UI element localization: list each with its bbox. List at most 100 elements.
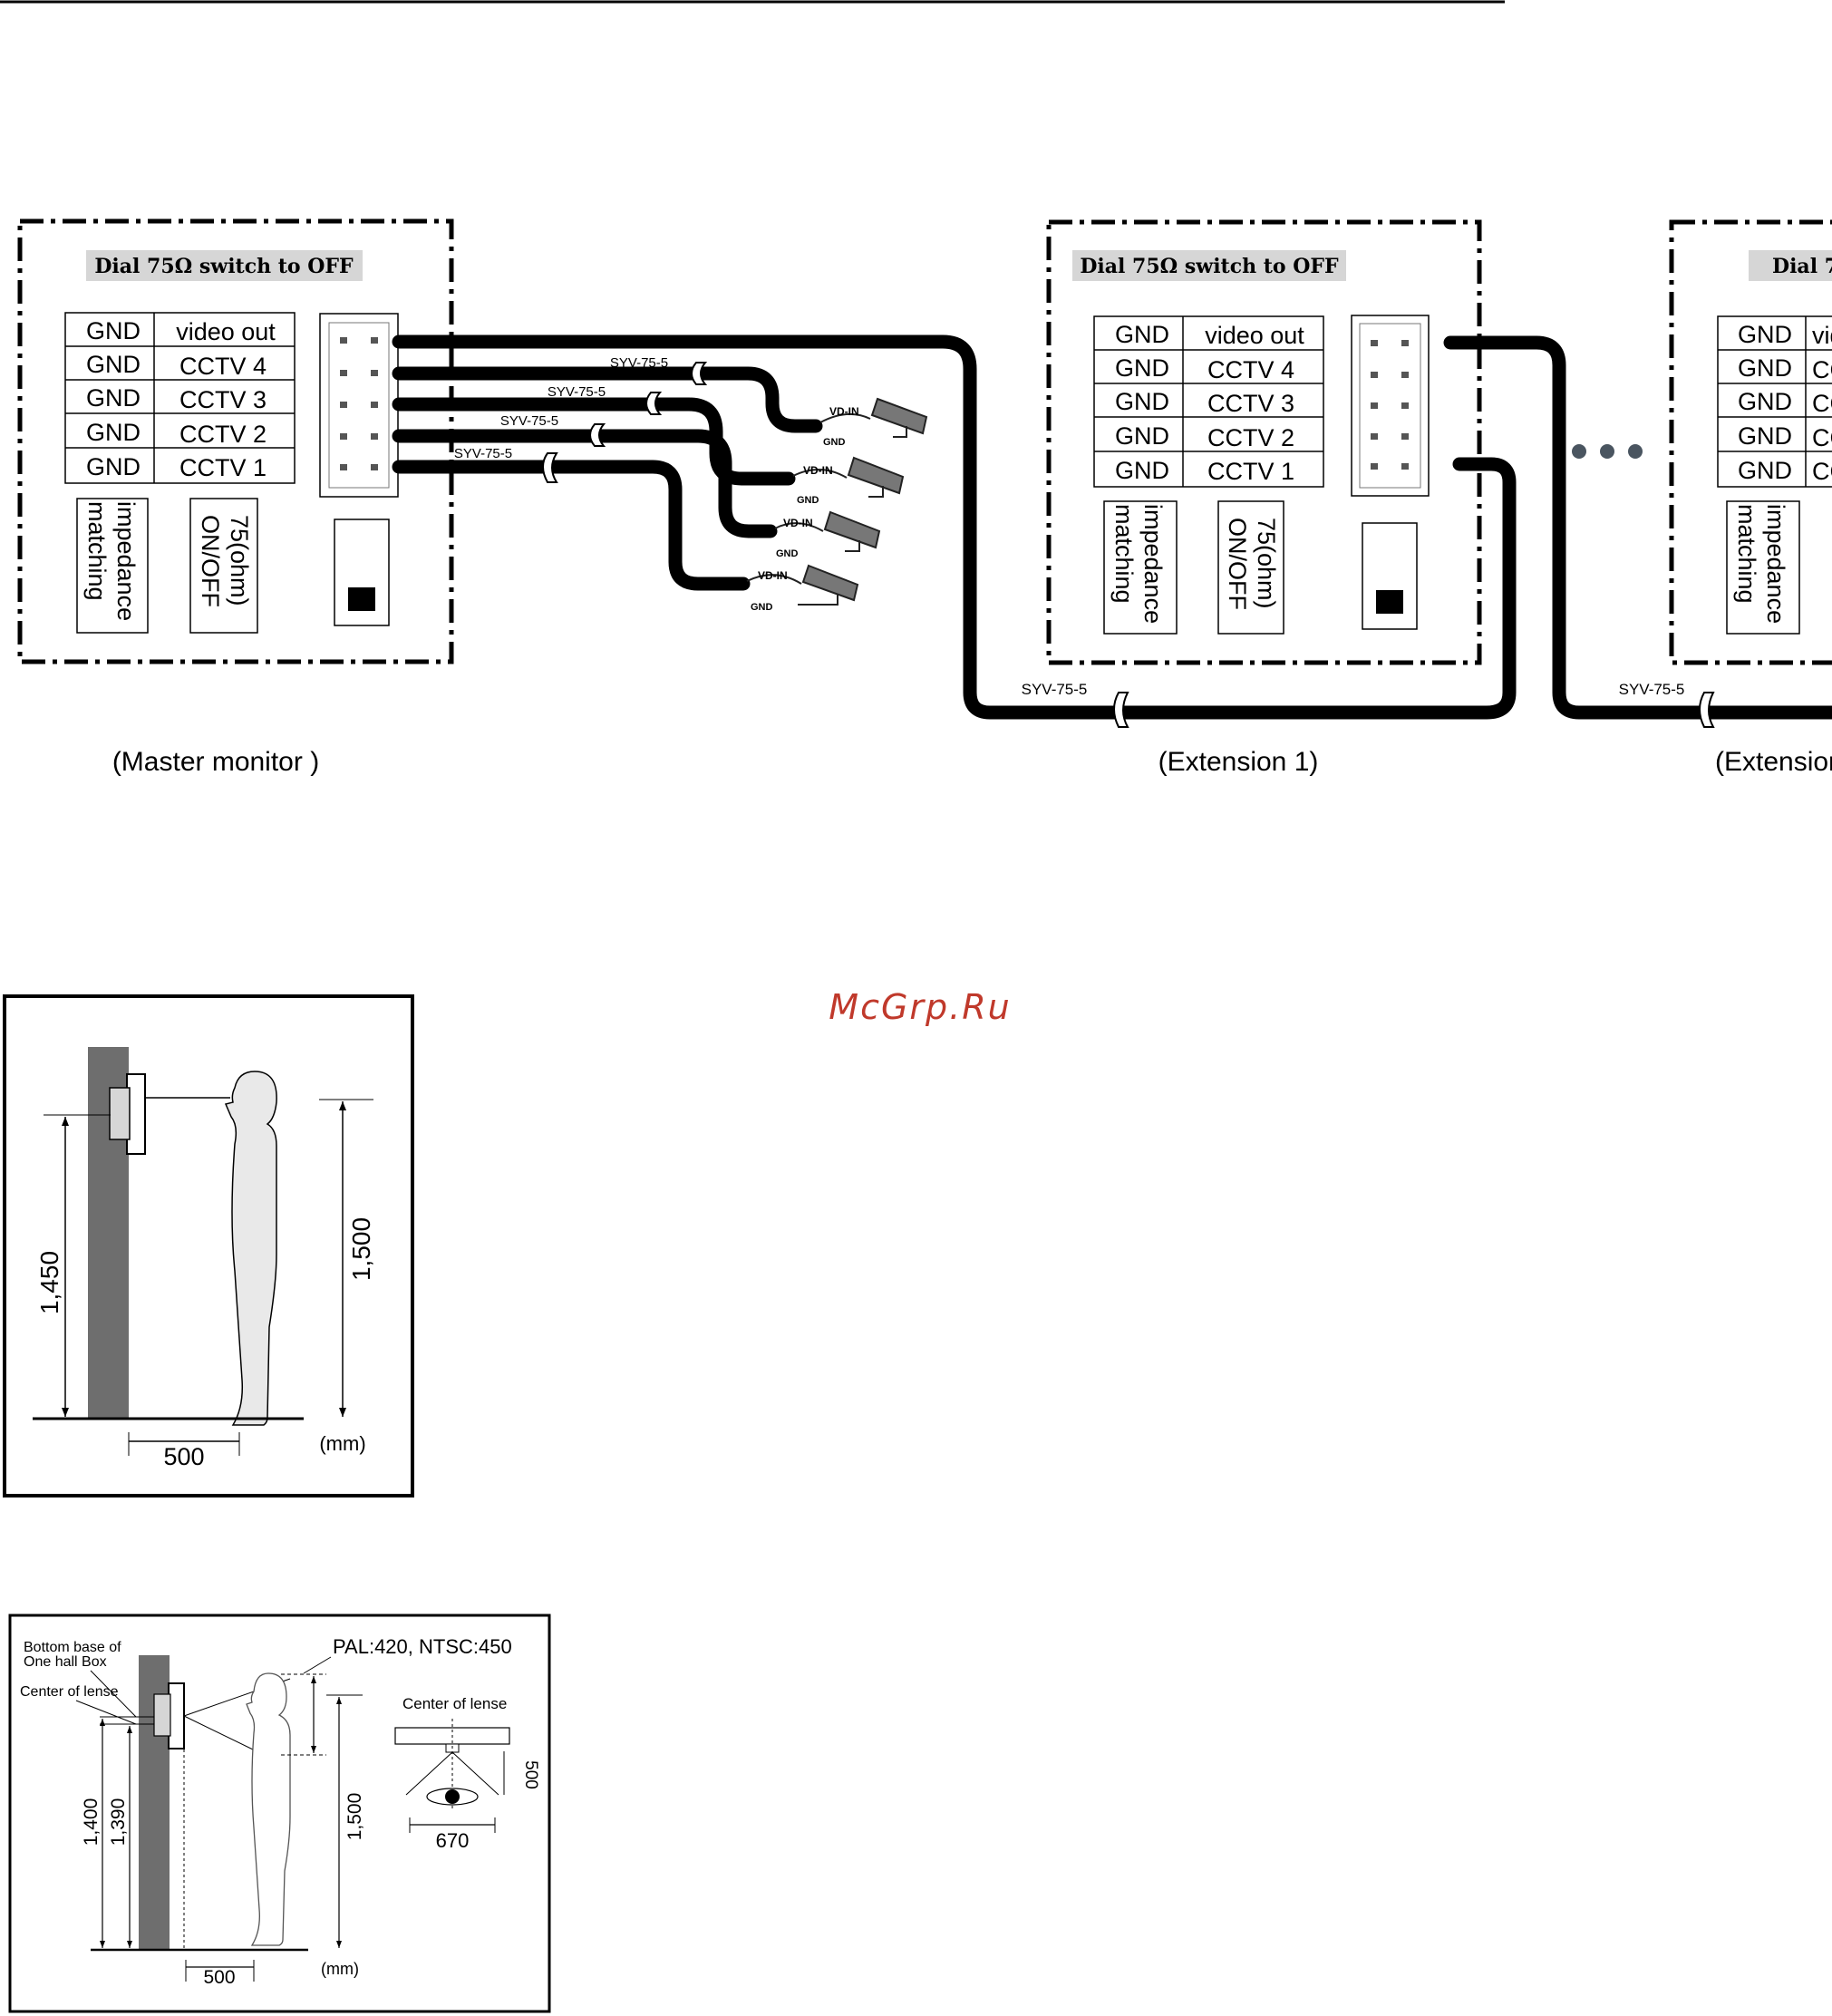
ext1-row-3-right: CCTV 3 bbox=[1207, 390, 1294, 417]
master-caption: (Master monitor ) bbox=[112, 747, 319, 777]
ext1-row-2-left: GND bbox=[1115, 354, 1169, 382]
ext1-row-3-left: GND bbox=[1115, 388, 1169, 415]
person-silhouette bbox=[224, 1071, 277, 1426]
ext1-terminal-table bbox=[1093, 315, 1324, 488]
master-terminal-table bbox=[64, 312, 296, 484]
ext1-impedance-label-1: impedance bbox=[1139, 504, 1167, 624]
master-row-4-left: GND bbox=[86, 419, 141, 446]
master-row-5-left: GND bbox=[86, 453, 141, 480]
master-impedance-label-2: matching bbox=[83, 501, 111, 601]
unit-mm-1: (mm) bbox=[319, 1432, 365, 1455]
dim-1450: 1,450 bbox=[35, 1251, 63, 1314]
ext1-caption: (Extension 1) bbox=[1158, 747, 1319, 777]
cam1-gnd: GND bbox=[751, 602, 773, 613]
master-row-3-right: CCTV 3 bbox=[179, 386, 267, 413]
cable-label-cctv3: SYV-75-5 bbox=[548, 384, 606, 400]
master-row-3-left: GND bbox=[86, 384, 141, 412]
cctv-camera-1: VD-IN GND bbox=[746, 564, 859, 613]
label-center-lense: Center of lense bbox=[20, 1684, 119, 1700]
unit-mm-2: (mm) bbox=[321, 1960, 359, 1978]
label-bottom-base-2: One hall Box bbox=[24, 1654, 107, 1670]
cable-label-cctv2: SYV-75-5 bbox=[500, 413, 558, 429]
ext1-row-1-right: video out bbox=[1205, 322, 1304, 349]
ext2-row-5-right: CCTV 1 bbox=[1812, 458, 1832, 485]
ext2-row-2-left: GND bbox=[1738, 354, 1792, 382]
cam2-gnd: GND bbox=[776, 548, 799, 559]
dim-1390: 1,390 bbox=[108, 1798, 129, 1846]
ext1-row-4-right: CCTV 2 bbox=[1207, 424, 1294, 451]
cam1-vd-in: VD-IN bbox=[758, 569, 788, 582]
ext2-badge: Dial 75Ω switch to OFF bbox=[1772, 255, 1832, 278]
master-row-5-right: CCTV 1 bbox=[179, 454, 267, 481]
dim-1500: 1,500 bbox=[347, 1217, 375, 1281]
ext2-row-2-right: CCTV 4 bbox=[1812, 356, 1832, 383]
master-row-1-left: GND bbox=[86, 317, 141, 344]
dim-500: 500 bbox=[163, 1443, 204, 1470]
cable-break-marks bbox=[542, 362, 1715, 728]
ext2-row-4-left: GND bbox=[1738, 422, 1792, 450]
cam3-gnd: GND bbox=[797, 495, 819, 506]
label-center-lense-detail: Center of lense bbox=[402, 1695, 507, 1712]
cam3-vd-in: VD-IN bbox=[803, 464, 833, 477]
ext1-impedance-label-2: matching bbox=[1110, 504, 1138, 604]
ext1-row-1-left: GND bbox=[1115, 321, 1169, 348]
ext1-switch-label-1: 75(ohm) bbox=[1253, 518, 1280, 609]
master-switch-label-1: 75(ohm) bbox=[226, 515, 253, 606]
master-badge: Dial 75Ω switch to OFF bbox=[94, 255, 354, 278]
ext2-impedance-label-2: matching bbox=[1733, 504, 1760, 604]
ext1-badge: Dial 75Ω switch to OFF bbox=[1080, 255, 1339, 278]
ext2-row-1-right: video out bbox=[1812, 322, 1832, 349]
cctv-camera-3: VD-IN GND bbox=[792, 456, 905, 506]
cable-label-cctv1: SYV-75-5 bbox=[454, 446, 512, 461]
ext2-row-1-left: GND bbox=[1738, 321, 1792, 348]
door-station bbox=[109, 1087, 131, 1140]
ext2-terminal-table bbox=[1717, 315, 1832, 488]
extension-2-module: Dial 75Ω switch to OFF GND video out GND… bbox=[1669, 219, 1832, 777]
dim-670: 670 bbox=[436, 1829, 470, 1852]
cctv-camera-2: VD-IN GND bbox=[774, 510, 881, 559]
master-monitor-module: Dial 75Ω switch to OFF GND video out GND… bbox=[17, 218, 454, 777]
master-row-1-right: video out bbox=[176, 318, 276, 345]
watermark: McGrp.Ru bbox=[829, 987, 1011, 1027]
cable-label-cctv4: SYV-75-5 bbox=[610, 355, 668, 371]
label-bottom-base-1: Bottom base of bbox=[24, 1640, 121, 1655]
extension-1-module: Dial 75Ω switch to OFF GND video out GND… bbox=[1046, 219, 1482, 777]
cable-label-ext2: SYV-75-5 bbox=[1619, 681, 1685, 698]
dim-1500-2: 1,500 bbox=[344, 1793, 365, 1841]
cable-label-ext1: SYV-75-5 bbox=[1022, 681, 1088, 698]
ext1-row-4-left: GND bbox=[1115, 422, 1169, 450]
ext2-row-3-left: GND bbox=[1738, 388, 1792, 415]
ext1-row-5-left: GND bbox=[1115, 457, 1169, 484]
eye-pupil bbox=[445, 1789, 460, 1804]
ellipsis-dots bbox=[1572, 444, 1643, 459]
dim-1400: 1,400 bbox=[81, 1798, 102, 1846]
ext2-caption: (Extension bbox=[1715, 747, 1832, 777]
cctv-camera-4: VD-IN GND bbox=[819, 397, 928, 448]
master-row-4-right: CCTV 2 bbox=[179, 421, 267, 448]
master-row-2-right: CCTV 4 bbox=[179, 353, 267, 380]
master-badge-bg bbox=[86, 250, 363, 281]
ext2-row-4-right: CCTV 2 bbox=[1812, 424, 1832, 451]
ext2-impedance-label-1: impedance bbox=[1762, 504, 1789, 624]
installation-height-diagram-2: 1,400 1,390 1,500 500 (mm) Bottom base o… bbox=[8, 1614, 551, 2013]
person-silhouette-2 bbox=[246, 1672, 291, 1946]
master-row-2-left: GND bbox=[86, 351, 141, 378]
ext1-row-2-right: CCTV 4 bbox=[1207, 356, 1294, 383]
cam4-gnd: GND bbox=[823, 437, 846, 448]
ext2-row-3-right: CCTV 3 bbox=[1812, 390, 1832, 417]
ext1-dashed-frame bbox=[1046, 219, 1482, 665]
master-impedance-label-1: impedance bbox=[112, 501, 140, 621]
dim-500-side: 500 bbox=[521, 1760, 540, 1789]
ext1-switch-label-2: ON/OFF bbox=[1224, 518, 1251, 610]
cam2-vd-in: VD-IN bbox=[783, 517, 813, 529]
cables bbox=[392, 334, 1832, 720]
dim-500-bottom: 500 bbox=[203, 1967, 235, 1988]
installation-height-diagram-1: 1,450 1,500 500 (mm) bbox=[3, 994, 414, 1497]
ext2-row-5-left: GND bbox=[1738, 457, 1792, 484]
ext1-row-5-right: CCTV 1 bbox=[1207, 458, 1294, 485]
master-switch-label-2: ON/OFF bbox=[197, 515, 224, 607]
label-pal-ntsc: PAL:420, NTSC:450 bbox=[333, 1635, 512, 1658]
ext2-dashed-frame bbox=[1669, 219, 1832, 665]
cam4-vd-in: VD-IN bbox=[829, 405, 859, 418]
